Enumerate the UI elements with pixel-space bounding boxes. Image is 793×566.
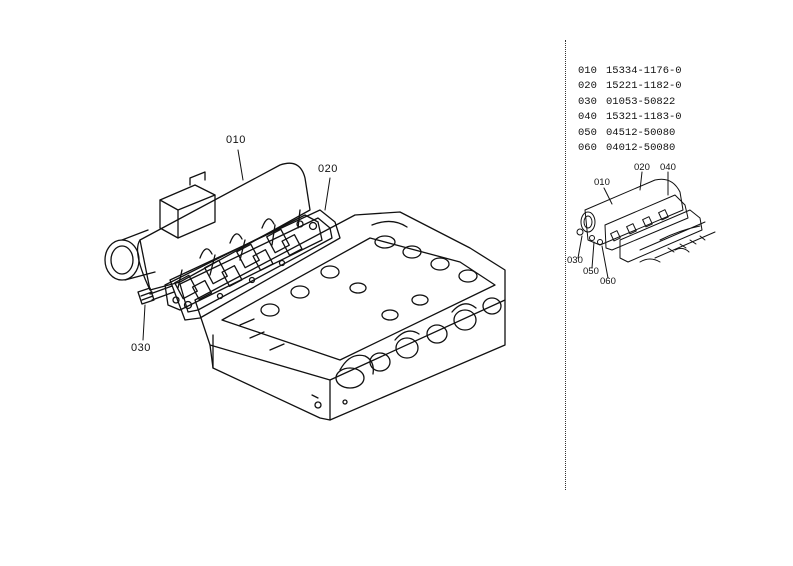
parts-list: 010 15334-1176-0 020 15221-1182-0 030 01… bbox=[578, 64, 682, 156]
thumb-callout-030: 030 bbox=[567, 255, 583, 266]
part-number: 04512-50080 bbox=[606, 126, 676, 139]
part-number: 04012-50080 bbox=[606, 142, 676, 155]
thumb-callout-020: 020 bbox=[634, 162, 650, 173]
parts-row: 050 04512-50080 bbox=[578, 126, 682, 141]
parts-row: 020 15221-1182-0 bbox=[578, 79, 682, 94]
bolt-030-illustration bbox=[138, 286, 174, 304]
part-ref: 060 bbox=[578, 142, 597, 155]
thumb-callout-060: 060 bbox=[600, 276, 616, 287]
thumb-callout-050: 050 bbox=[583, 266, 599, 277]
intake-manifold-010-illustration bbox=[105, 163, 322, 310]
thumb-callout-010: 010 bbox=[594, 177, 610, 188]
parts-row: 060 04012-50080 bbox=[578, 141, 682, 156]
callout-020: 020 bbox=[318, 163, 338, 175]
part-ref: 050 bbox=[578, 126, 597, 139]
part-ref: 010 bbox=[578, 65, 597, 77]
part-number: 15334-1176-0 bbox=[606, 65, 682, 77]
part-number: 01053-50822 bbox=[606, 95, 676, 108]
part-ref: 040 bbox=[578, 111, 597, 124]
parts-row: 010 15334-1176-0 bbox=[578, 64, 682, 79]
part-number: 15221-1182-0 bbox=[606, 80, 682, 93]
thumb-callout-040: 040 bbox=[660, 162, 676, 173]
part-ref: 030 bbox=[578, 95, 597, 108]
panel-divider bbox=[565, 40, 566, 490]
part-number: 15321-1183-0 bbox=[606, 111, 682, 124]
part-ref: 020 bbox=[578, 80, 597, 93]
gasket-020-illustration bbox=[170, 210, 340, 320]
cylinder-head-illustration bbox=[195, 212, 505, 420]
main-leader-lines bbox=[143, 150, 330, 340]
callout-030: 030 bbox=[131, 342, 151, 354]
parts-row: 040 15321-1183-0 bbox=[578, 110, 682, 125]
parts-row: 030 01053-50822 bbox=[578, 95, 682, 110]
callout-010: 010 bbox=[226, 134, 246, 146]
thumbnail-assembly-drawing bbox=[577, 172, 715, 278]
